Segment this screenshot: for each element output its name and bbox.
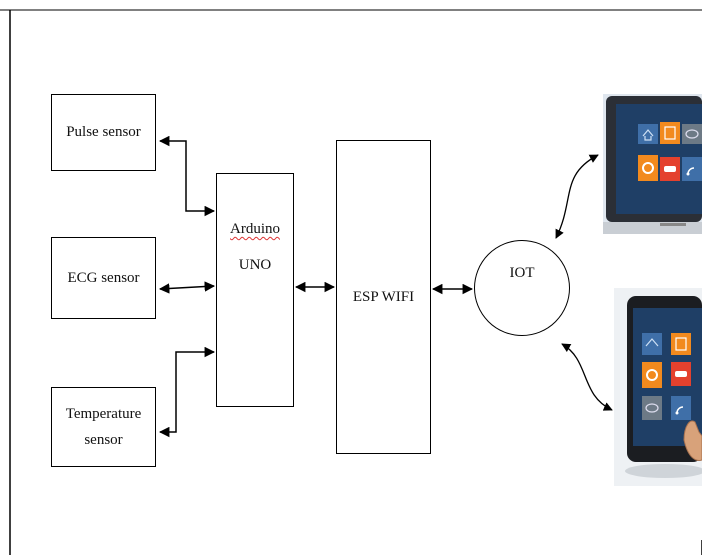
tablet-image: [614, 288, 702, 486]
laptop-base: [603, 222, 702, 234]
temperature-sensor-label-line1: Temperature: [65, 405, 142, 422]
temperature-arduino-connector: [158, 346, 216, 438]
file-icon: [671, 333, 691, 355]
temperature-sensor-block: Temperature sensor: [51, 387, 156, 467]
iot-cloud-node: IOT: [474, 240, 570, 336]
arduino-label-line2: UNO: [238, 257, 272, 274]
home-icon: [642, 333, 662, 355]
home-icon: [638, 124, 658, 144]
ecg-sensor-block: ECG sensor: [51, 237, 156, 319]
laptop-image: [603, 94, 702, 234]
settings-icon: [638, 155, 658, 181]
iot-laptop-connector: [555, 154, 599, 239]
file-icon: [660, 122, 680, 144]
cloud-icon: [682, 124, 702, 144]
iot-label: IOT: [509, 264, 535, 281]
finger-image: [683, 420, 702, 461]
pulse-arduino-connector: [158, 135, 216, 217]
temperature-sensor-label-line2: sensor: [84, 432, 123, 448]
cloud-icon: [642, 396, 662, 420]
pulse-sensor-label: Pulse sensor: [66, 124, 141, 141]
esp-wifi-block: ESP WIFI: [336, 140, 431, 454]
arduino-label-line1: Arduino: [230, 221, 280, 237]
settings-icon: [642, 362, 662, 388]
ecg-sensor-label: ECG sensor: [67, 269, 140, 286]
ecg-arduino-connector: [158, 281, 216, 294]
iot-tablet-connector: [561, 343, 613, 411]
pulse-sensor-block: Pulse sensor: [51, 94, 156, 171]
arduino-uno-block: Arduino UNO: [216, 173, 294, 407]
esp-wifi-label: ESP WIFI: [352, 288, 415, 305]
